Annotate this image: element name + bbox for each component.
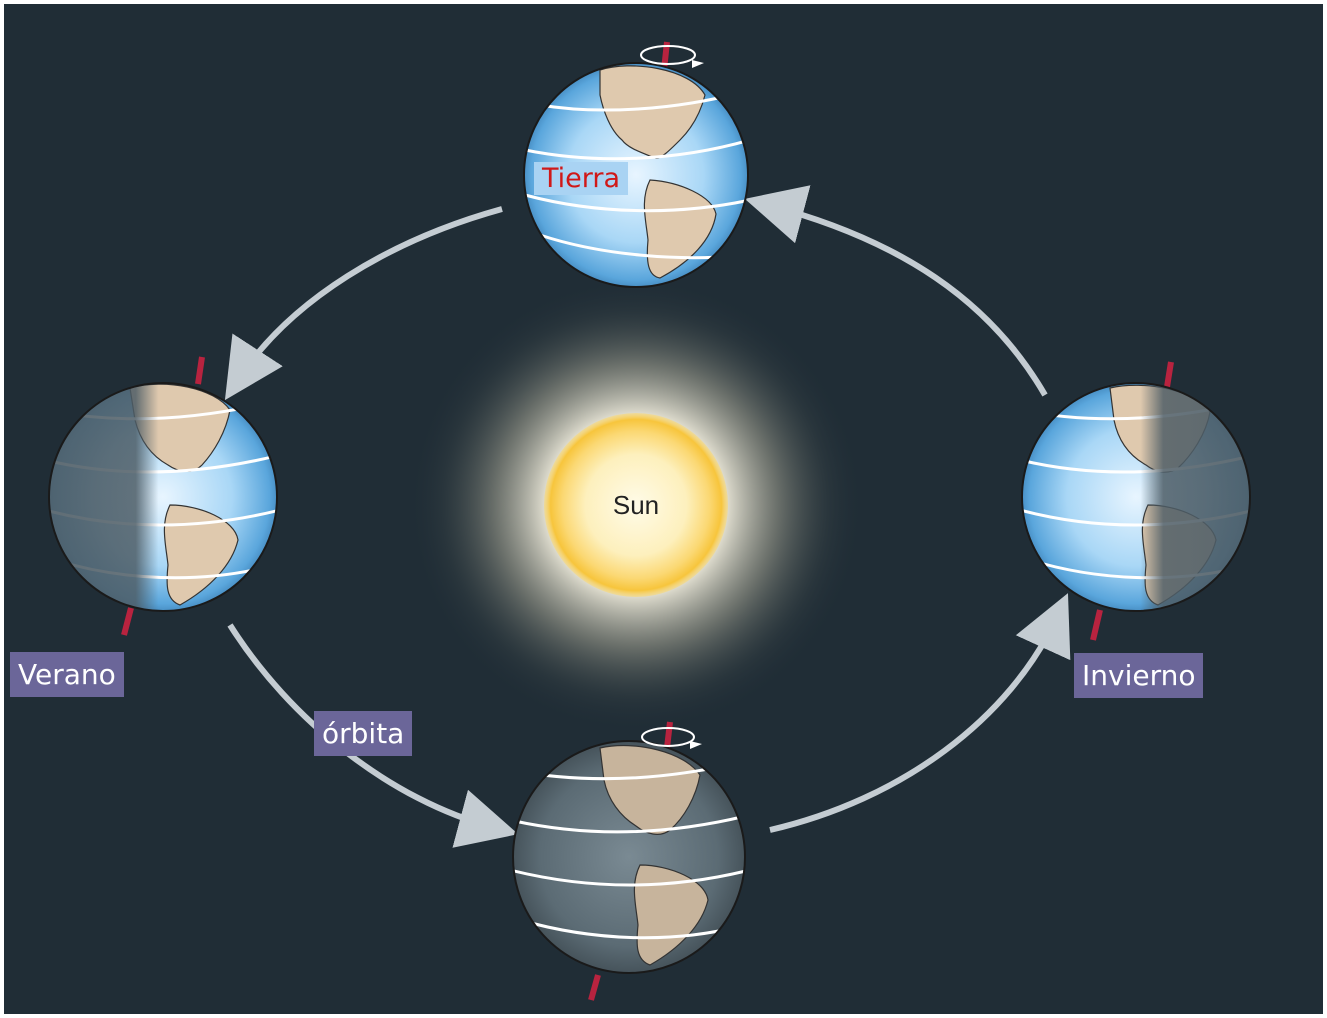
earth-globe-icon bbox=[1021, 361, 1251, 641]
rotation-arrow-icon bbox=[641, 727, 702, 749]
axis-line bbox=[1090, 609, 1103, 641]
earth-label: Tierra bbox=[534, 162, 629, 195]
axis-line bbox=[1164, 361, 1174, 388]
sun-label: Sun bbox=[613, 490, 659, 520]
axis-line bbox=[588, 974, 601, 1001]
rotation-arrow-icon bbox=[640, 45, 704, 68]
axis-line bbox=[121, 607, 134, 636]
orbit-label: órbita bbox=[314, 711, 413, 756]
sun-icon: Sun bbox=[408, 277, 864, 733]
earth-globe-icon bbox=[512, 721, 746, 1001]
winter-label: Invierno bbox=[1074, 653, 1204, 698]
axis-line bbox=[664, 721, 673, 749]
orbit-arrow-icon bbox=[224, 206, 503, 401]
orbit-arrow-icon bbox=[744, 185, 1048, 397]
axis-line bbox=[195, 356, 205, 385]
summer-label: Verano bbox=[10, 652, 124, 697]
orbit-arrow-icon bbox=[769, 593, 1071, 833]
earth-globe-icon bbox=[48, 356, 278, 636]
earth-globe-icon bbox=[523, 41, 749, 288]
